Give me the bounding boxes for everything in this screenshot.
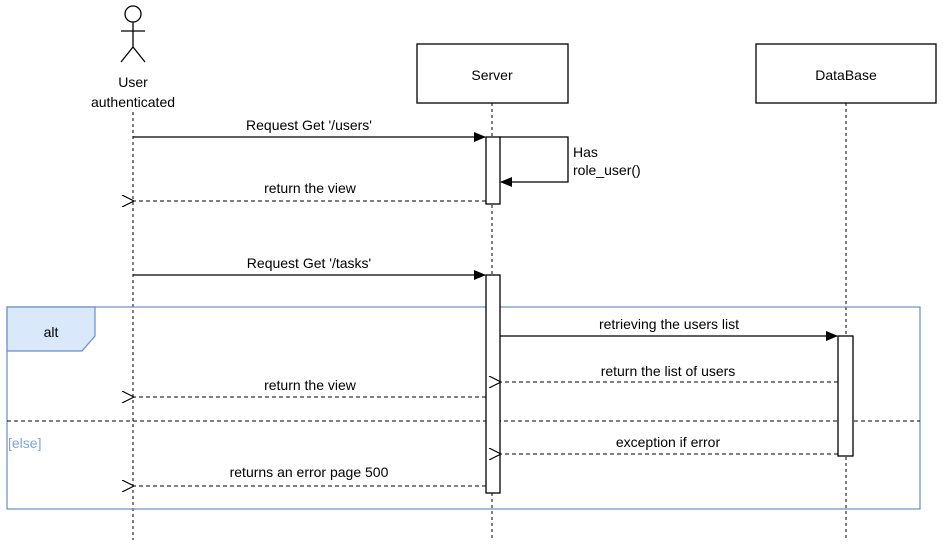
else-guard: [else]	[8, 435, 41, 451]
retrieving-users-label: retrieving the users list	[599, 316, 739, 332]
message-self-check: Has role_user()	[500, 136, 641, 187]
self-check-arrow	[500, 136, 569, 187]
server-label: Server	[471, 67, 513, 83]
message-error-page: returns an error page 500	[134, 464, 486, 486]
message-request-users: Request Get '/users'	[133, 117, 486, 142]
message-exception: exception if error	[501, 434, 838, 454]
actor-user: User authenticated	[91, 5, 175, 110]
participant-server: Server	[416, 43, 569, 104]
participant-database: DataBase	[755, 43, 937, 104]
self-check-label-line1: Has	[573, 144, 598, 160]
actor-right-leg	[132, 46, 146, 63]
exception-label: exception if error	[616, 434, 721, 450]
actor-label-line2: authenticated	[91, 94, 175, 110]
alt-operator-label: alt	[44, 324, 59, 340]
database-box	[755, 43, 937, 104]
message-return-list: return the list of users	[501, 363, 838, 382]
message-return-view-1: return the view	[134, 180, 486, 201]
database-label: DataBase	[815, 67, 877, 83]
message-return-view-2: return the view	[134, 377, 486, 397]
alt-operator-tag	[6, 306, 96, 352]
message-retrieving-users: retrieving the users list	[500, 316, 838, 341]
request-users-label: Request Get '/users'	[246, 117, 372, 133]
alt-fragment-frame	[6, 306, 921, 510]
self-check-label-line2: role_user()	[573, 162, 641, 178]
return-list-label: return the list of users	[601, 363, 736, 379]
database-activation	[837, 335, 854, 457]
alt-fragment: alt [else]	[6, 306, 921, 510]
return-view-2-label: return the view	[264, 377, 357, 393]
message-request-tasks: Request Get '/tasks'	[133, 255, 486, 280]
actor-left-leg	[120, 46, 134, 63]
actor-head	[124, 5, 142, 23]
actor-label-line1: User	[118, 74, 148, 90]
request-tasks-label: Request Get '/tasks'	[247, 255, 371, 271]
error-page-label: returns an error page 500	[230, 464, 389, 480]
server-box	[416, 43, 569, 104]
server-activation-2	[485, 274, 501, 494]
server-activation-1	[485, 136, 501, 205]
return-view-1-label: return the view	[264, 180, 357, 196]
